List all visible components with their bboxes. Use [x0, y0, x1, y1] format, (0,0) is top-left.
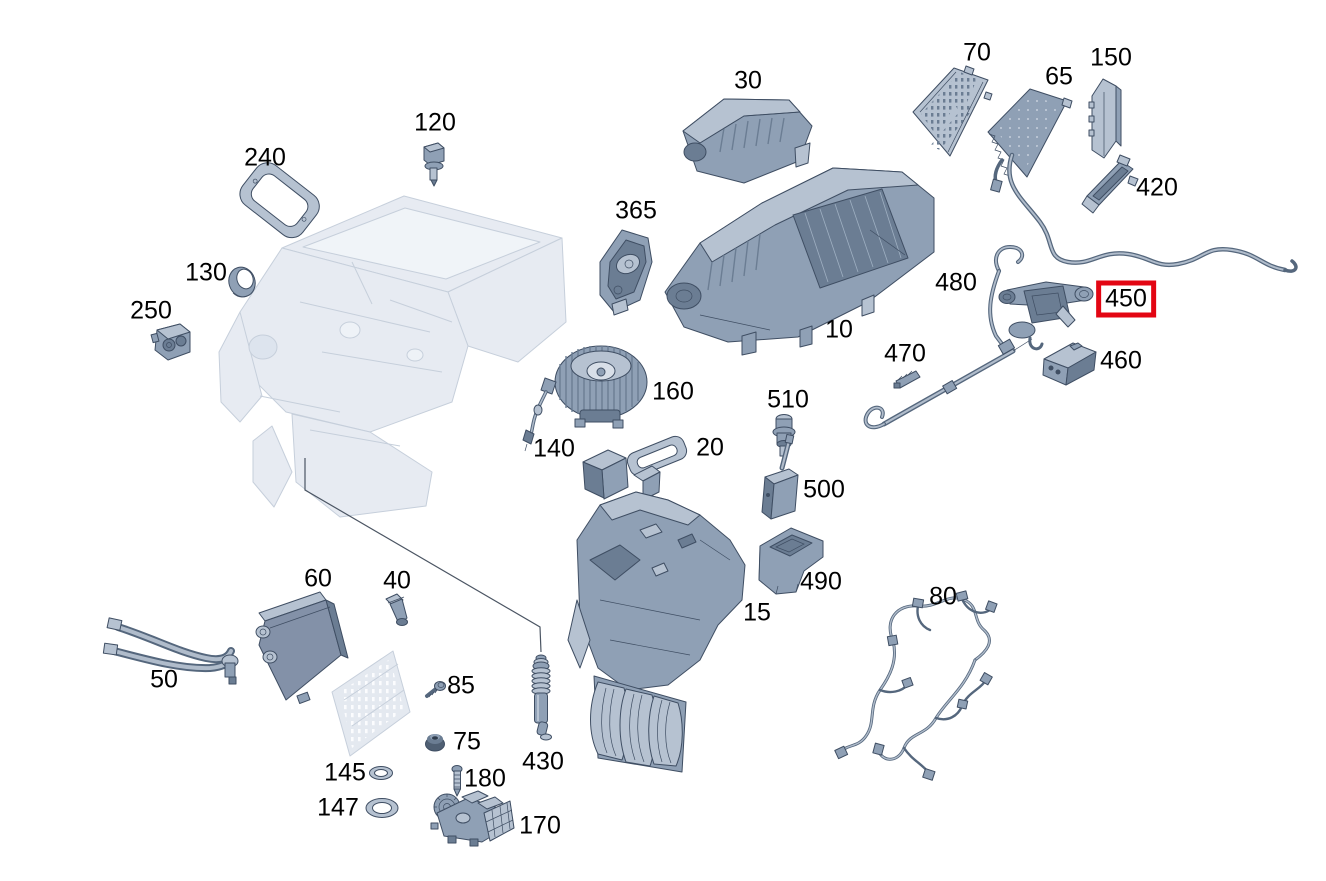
callout-20[interactable]: 20 — [696, 433, 724, 462]
part-450-actuator-highlighted[interactable] — [998, 281, 1094, 351]
part-170-actuator-gearbox[interactable] — [430, 790, 515, 847]
callout-480[interactable]: 480 — [935, 268, 977, 297]
callout-500[interactable]: 500 — [803, 475, 845, 504]
callout-420[interactable]: 420 — [1136, 173, 1178, 202]
callout-460[interactable]: 460 — [1100, 346, 1142, 375]
callout-75[interactable]: 75 — [453, 727, 481, 756]
callout-40[interactable]: 40 — [383, 566, 411, 595]
callout-510[interactable]: 510 — [767, 385, 809, 414]
part-65-panel[interactable] — [987, 88, 1298, 273]
part-140-sensor-cable[interactable] — [522, 377, 557, 452]
callout-470[interactable]: 470 — [884, 339, 926, 368]
part-420-bracket-rail[interactable] — [1081, 154, 1139, 214]
part-470-clip[interactable] — [893, 370, 921, 389]
part-20-seal-frame[interactable] — [625, 434, 690, 479]
callout-160[interactable]: 160 — [652, 377, 694, 406]
callout-250[interactable]: 250 — [130, 296, 172, 325]
callout-365[interactable]: 365 — [615, 196, 657, 225]
callout-147[interactable]: 147 — [317, 793, 359, 822]
callout-70[interactable]: 70 — [963, 38, 991, 67]
part-430-damper-strut[interactable] — [531, 654, 552, 741]
part-500-valve[interactable] — [761, 433, 799, 520]
part-85-screw[interactable] — [425, 681, 446, 698]
part-60-heater-core[interactable] — [255, 591, 349, 704]
part-75-grommet[interactable] — [425, 734, 445, 752]
callout-65[interactable]: 65 — [1045, 62, 1073, 91]
ghost-grid-panel — [331, 650, 411, 757]
callout-180[interactable]: 180 — [464, 764, 506, 793]
part-460-control-module[interactable] — [1042, 342, 1097, 386]
part-10-main-housing[interactable] — [664, 167, 935, 356]
part-490-bracket[interactable] — [758, 527, 824, 595]
ghost-main-assembly — [218, 195, 567, 518]
callout-120[interactable]: 120 — [414, 108, 456, 137]
part-480-cable-harness[interactable] — [863, 244, 1033, 430]
callout-50[interactable]: 50 — [150, 665, 178, 694]
callout-240[interactable]: 240 — [244, 143, 286, 172]
callout-60[interactable]: 60 — [304, 564, 332, 593]
callout-150[interactable]: 150 — [1090, 43, 1132, 72]
callout-130[interactable]: 130 — [185, 258, 227, 287]
callout-145[interactable]: 145 — [324, 758, 366, 787]
callout-170[interactable]: 170 — [519, 811, 561, 840]
part-80-wiring-harness[interactable] — [834, 590, 998, 781]
callout-490[interactable]: 490 — [800, 567, 842, 596]
callout-140[interactable]: 140 — [533, 434, 575, 463]
part-150-filter-pad[interactable] — [1088, 78, 1122, 159]
callout-85[interactable]: 85 — [447, 671, 475, 700]
part-250-actuator[interactable] — [150, 323, 191, 361]
part-15-lower-housing[interactable] — [567, 449, 746, 773]
part-120-sensor[interactable] — [423, 142, 445, 187]
part-240-seal-frame[interactable] — [234, 157, 325, 243]
callout-450-highlighted[interactable]: 450 — [1096, 280, 1156, 318]
leader-line-430 — [304, 458, 542, 653]
part-30-air-duct-housing[interactable] — [682, 98, 813, 184]
part-365-cover[interactable] — [599, 229, 653, 316]
callout-15[interactable]: 15 — [743, 598, 771, 627]
part-70-perforated-panel[interactable] — [912, 65, 993, 157]
part-145-oring[interactable] — [369, 766, 393, 780]
callout-430[interactable]: 430 — [522, 747, 564, 776]
callout-10[interactable]: 10 — [825, 315, 853, 344]
callout-80[interactable]: 80 — [929, 582, 957, 611]
part-130-duct-ring[interactable] — [225, 264, 259, 301]
part-147-oring[interactable] — [365, 798, 399, 818]
part-50-heater-pipes[interactable] — [102, 617, 239, 685]
part-40-elbow[interactable] — [385, 593, 408, 626]
callout-30[interactable]: 30 — [734, 66, 762, 95]
part-180-screw[interactable] — [451, 765, 463, 797]
